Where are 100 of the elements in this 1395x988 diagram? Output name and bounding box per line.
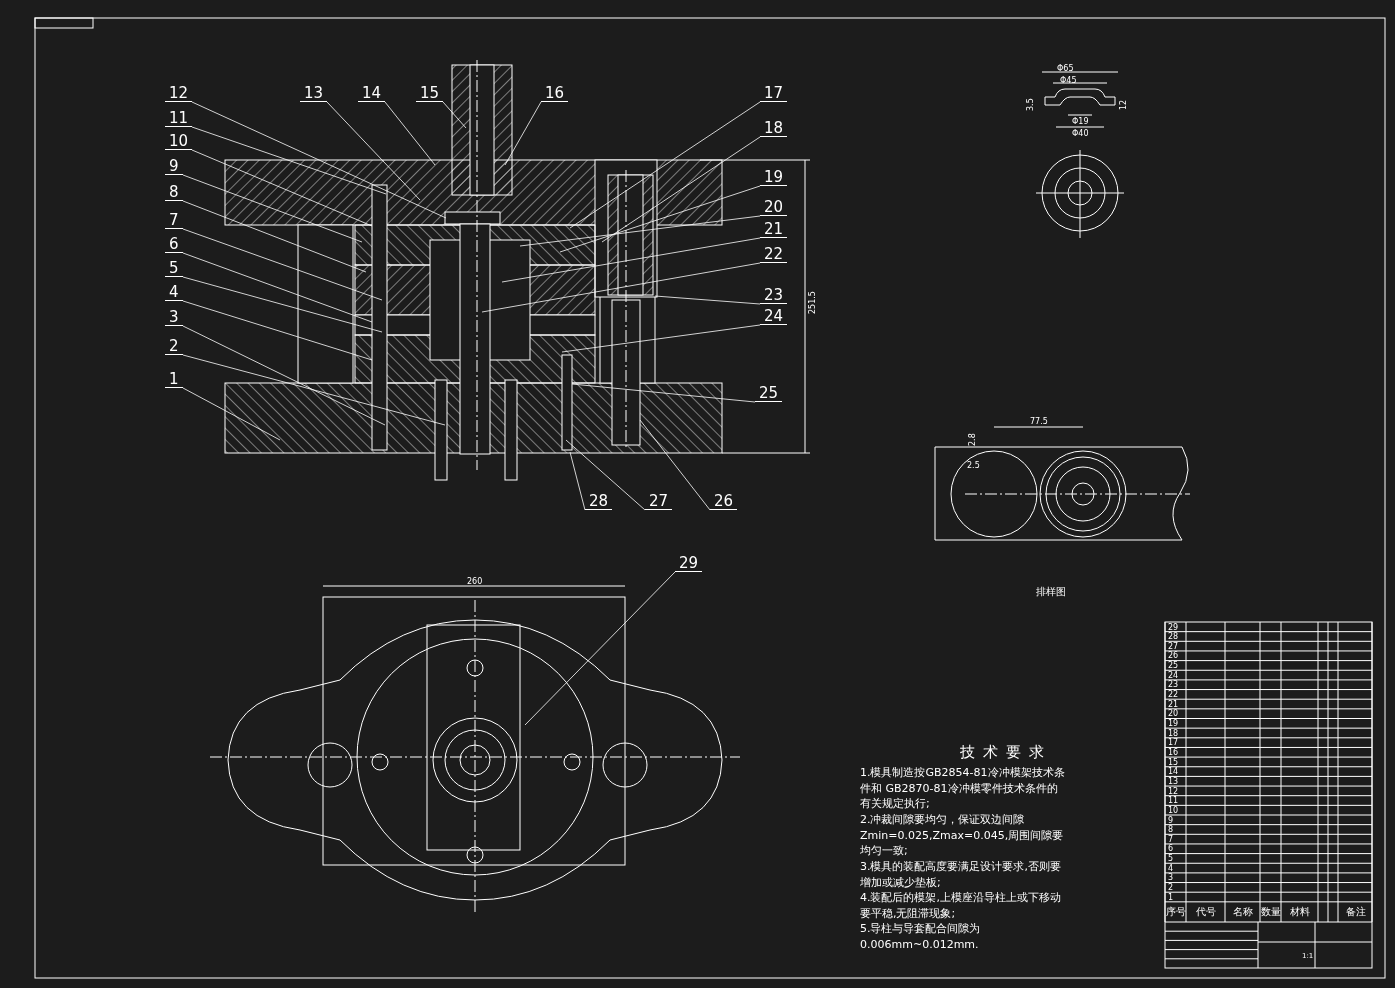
row-number: 26: [1168, 651, 1179, 661]
column-header: 代号: [1196, 906, 1216, 918]
row-number: 2: [1168, 883, 1174, 893]
dimension-text: 3.5: [1026, 98, 1035, 111]
callout-number: 17: [760, 85, 788, 102]
leader-line: [326, 101, 421, 201]
callout-number: 16: [541, 85, 569, 102]
callout-number: 1: [165, 371, 183, 388]
column-header: 数量: [1261, 906, 1281, 918]
column-header: 材料: [1290, 906, 1310, 918]
row-number: 11: [1168, 796, 1179, 806]
column-header: 序号: [1166, 906, 1186, 918]
row-number: 23: [1168, 680, 1179, 690]
leader-line: [191, 149, 373, 227]
row-number: 5: [1168, 854, 1174, 864]
callout-number: 28: [585, 493, 613, 510]
callout-number: 6: [165, 236, 183, 253]
callout-number: 24: [760, 308, 788, 325]
leader-line: [601, 136, 761, 243]
callout-number: 2: [165, 338, 183, 355]
dimension-text: Φ40: [1072, 129, 1089, 138]
leader-line: [191, 101, 447, 219]
dimension-text: 12: [1119, 99, 1128, 110]
row-number: 17: [1168, 738, 1179, 748]
callout-number: 8: [165, 184, 183, 201]
leader-line: [569, 101, 761, 229]
callout-number: 25: [755, 385, 783, 402]
requirement-text: 5.导柱与导套配合间隙为0.006mm~0.012mm.: [860, 921, 982, 952]
leader-line: [182, 354, 446, 426]
dimension-text: 2.5: [967, 461, 980, 470]
callout-number: 14: [358, 85, 386, 102]
callout-number: 11: [165, 110, 193, 127]
drawing-title: 排样图: [1036, 586, 1066, 598]
leader-line: [182, 276, 383, 333]
leader-line: [182, 200, 367, 273]
leader-line: [519, 215, 761, 247]
row-number: 18: [1168, 728, 1179, 738]
row-number: 28: [1168, 632, 1179, 642]
callout-number: 23: [760, 287, 788, 304]
leader-line: [182, 300, 373, 361]
row-number: 22: [1168, 690, 1179, 700]
leader-line: [639, 419, 711, 511]
column-header: 备注: [1346, 906, 1366, 918]
leader-line: [501, 237, 761, 283]
row-number: 8: [1168, 825, 1174, 835]
dimension-text: Φ19: [1072, 117, 1089, 126]
leader-line: [504, 101, 542, 166]
row-number: 14: [1168, 767, 1179, 777]
dimension-text: 2.8: [968, 433, 977, 446]
row-number: 3: [1168, 873, 1174, 883]
callout-number: 9: [165, 158, 183, 175]
leader-line: [182, 174, 363, 243]
callout-number: 27: [645, 493, 673, 510]
leader-line: [182, 325, 386, 426]
row-number: 4: [1168, 863, 1174, 873]
callout-number: 7: [165, 212, 183, 229]
leader-line: [559, 185, 761, 253]
leader-line: [191, 126, 387, 195]
callout-number: 21: [760, 221, 788, 238]
leader-line: [571, 383, 756, 403]
callout-number: 13: [300, 85, 328, 102]
callout-number: 26: [710, 493, 738, 510]
leader-line: [182, 228, 383, 301]
callout-number: 19: [760, 169, 788, 186]
row-number: 20: [1168, 709, 1179, 719]
callout-number: 20: [760, 199, 788, 216]
requirement-text: 4.装配后的模架,上模座沿导柱上或下移动要平稳,无阻滞现象;: [860, 890, 1062, 921]
requirement-text: 2.冲裁间隙要均匀，保证双边间隙Zmin=0.025,Zmax=0.045,周围间隙要均匀一致;: [860, 812, 1065, 859]
callout-number: 10: [165, 133, 193, 150]
callout-number: 3: [165, 309, 183, 326]
row-number: 25: [1168, 661, 1179, 671]
callout-number: 29: [675, 555, 703, 572]
row-number: 10: [1168, 805, 1179, 816]
dimension-text: 77.5: [1030, 417, 1048, 426]
row-number: 6: [1168, 844, 1174, 854]
row-number: 16: [1168, 747, 1179, 758]
row-number: 24: [1168, 670, 1179, 680]
leader-line: [524, 571, 676, 726]
column-header: 名称: [1233, 906, 1253, 918]
leader-line: [481, 262, 761, 313]
dimension-text: Φ45: [1060, 76, 1077, 85]
row-number: 29: [1168, 622, 1179, 632]
requirement-text: 1.模具制造按GB2854-81冷冲模架技术条件和 GB2870-81冷冲模零件技术条件的有关规定执行;: [860, 765, 1065, 812]
row-number: 21: [1168, 699, 1179, 709]
row-number: 27: [1168, 641, 1179, 651]
callout-number: 22: [760, 246, 788, 263]
leader-line: [561, 324, 761, 353]
callout-number: 15: [416, 85, 444, 102]
row-number: 12: [1168, 786, 1179, 796]
row-number: 1: [1168, 892, 1174, 903]
leader-line: [442, 101, 467, 129]
row-number: 13: [1168, 776, 1179, 787]
leader-line: [182, 387, 281, 441]
row-number: 9: [1168, 815, 1174, 825]
leader-line: [565, 439, 646, 511]
row-number: 19: [1168, 719, 1179, 729]
dimension-text: 260: [467, 577, 483, 586]
row-number: 7: [1168, 834, 1174, 844]
requirement-text: 3.模具的装配高度要满足设计要求,否则要增加或减少垫板;: [860, 859, 1062, 890]
section-heading: 技术要求: [960, 744, 1052, 761]
